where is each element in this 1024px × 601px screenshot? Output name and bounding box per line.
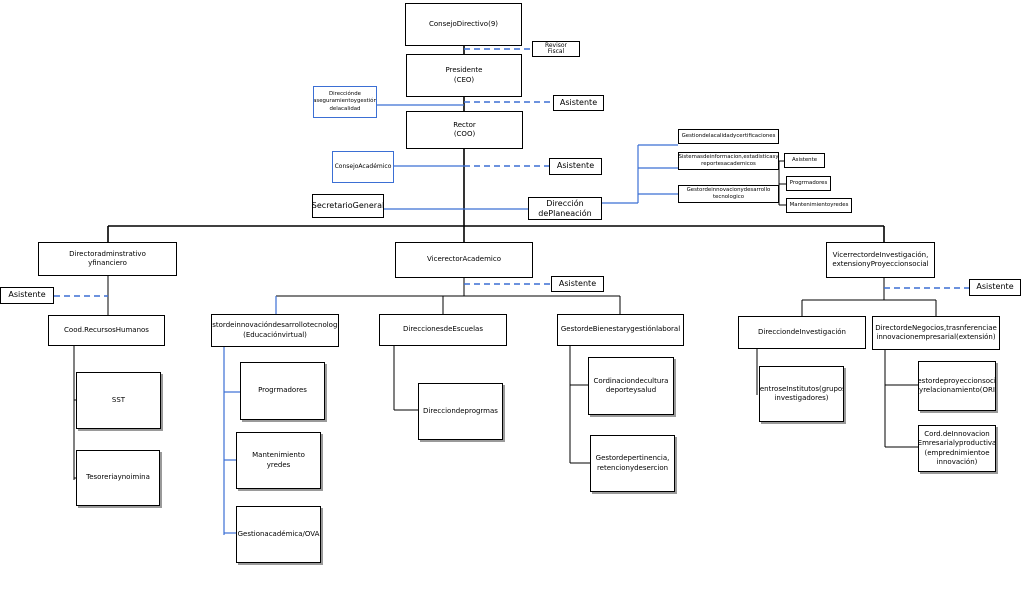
direccion-planeacion-label: Dirección dePlaneación xyxy=(538,199,592,218)
asistente-academico-box: Asistente xyxy=(551,276,604,292)
sst-box: SST xyxy=(76,372,161,429)
sistemas-informacion-box: Sistemasdeinformacion,estadisticasy repo… xyxy=(678,152,779,170)
centros-institutos-label: CentroseInstitutos(grupos, investigadore… xyxy=(759,384,844,402)
programadores-academico-box: Progrmadores xyxy=(240,362,325,420)
sistemas-informacion-label: Sistemasdeinformacion,estadisticasy repo… xyxy=(678,153,779,167)
centros-institutos-box: CentroseInstitutos(grupos, investigadore… xyxy=(759,366,844,422)
direcciones-escuelas-label: DireccionesdeEscuelas xyxy=(403,325,483,334)
direccion-aseguramiento-box: Direcciónde aseguramientoygestión delaca… xyxy=(313,86,377,118)
rector-box: Rector (COO) xyxy=(406,111,523,149)
revisor-fiscal-box: Revisor Fiscal xyxy=(532,41,580,57)
mantenimiento-academico-box: Mantenimiento yredes xyxy=(236,432,321,489)
vicerrector-investigacion-label: VicerrectordeInvestigación, extensionyPr… xyxy=(832,250,929,268)
recursos-humanos-label: Cood.RecursosHumanos xyxy=(64,325,149,334)
gestor-innovacion-tecnologico-label: Gestordeinnovacionydesarrollo tecnologic… xyxy=(686,186,771,200)
direcciones-escuelas-box: DireccionesdeEscuelas xyxy=(379,314,507,346)
gestor-proyeccion-social-label: Gestordeproyeccionsocial yrelacionamient… xyxy=(918,376,996,394)
direccion-programas-box: Direcciondeprogrmas xyxy=(418,383,503,440)
consejo-directivo-label: ConsejoDirectivo(9) xyxy=(428,19,499,28)
recursos-humanos-box: Cood.RecursosHumanos xyxy=(48,315,165,346)
sst-label: SST xyxy=(111,395,126,404)
revisor-fiscal-label: Revisor Fiscal xyxy=(544,41,568,55)
consejo-directivo-box: ConsejoDirectivo(9) xyxy=(405,3,522,46)
director-negocios-label: DirectordeNegocios,trasnferenciae innova… xyxy=(875,323,997,341)
mantenimiento-academico-label: Mantenimiento yredes xyxy=(252,451,305,469)
asistente-presidente-box: Asistente xyxy=(553,95,604,111)
director-administrativo-box: Directoradminstrativo yfinanciero xyxy=(38,242,177,276)
gestion-ova-box: Gestionacadémica/OVA xyxy=(236,506,321,563)
asistente-academico-label: Asistente xyxy=(558,278,597,288)
programadores-planeacion-label: Progrmadores xyxy=(789,179,828,186)
asistente-rector-label: Asistente xyxy=(556,161,595,171)
gestor-innovacion-educacion-box: Gestordeinnovacióndesarrollotecnologico … xyxy=(211,314,339,347)
programadores-planeacion-box: Progrmadores xyxy=(786,176,831,191)
secretario-general-label: SecretarioGeneral xyxy=(312,200,384,210)
asistente-investigacion-box: Asistente xyxy=(969,279,1021,296)
coordinacion-cultura-box: Cordinaciondecultura deporteysalud xyxy=(588,357,674,415)
rector-label: Rector (COO) xyxy=(453,120,476,138)
vicerrector-academico-label: VicerectorAcademico xyxy=(427,255,501,264)
gestor-innovacion-tecnologico-box: Gestordeinnovacionydesarrollo tecnologic… xyxy=(678,185,779,203)
coordinacion-innovacion-label: Cord.deInnovacion Emresarialyproductiva … xyxy=(918,430,996,466)
direccion-investigacion-label: DirecciondeInvestigación xyxy=(757,327,846,336)
gestor-innovacion-educacion-label: Gestordeinnovacióndesarrollotecnologico … xyxy=(212,321,338,339)
coordinacion-innovacion-box: Cord.deInnovacion Emresarialyproductiva … xyxy=(918,425,996,472)
tesoreria-box: Tesoreriaynoimina xyxy=(76,450,160,506)
asistente-administrativo-label: Asistente xyxy=(8,290,46,300)
programadores-academico-label: Progrmadores xyxy=(258,386,307,395)
vicerrector-academico-box: VicerectorAcademico xyxy=(395,242,533,278)
asistente-rector-box: Asistente xyxy=(549,158,602,175)
gestion-ova-label: Gestionacadémica/OVA xyxy=(237,529,320,538)
director-administrativo-label: Directoradminstrativo yfinanciero xyxy=(69,249,146,267)
asistente-planeacion-label: Asistente xyxy=(791,156,818,163)
secretario-general-box: SecretarioGeneral xyxy=(312,194,384,218)
direccion-investigacion-box: DirecciondeInvestigación xyxy=(738,316,866,349)
gestor-bienestar-box: GestordeBienestarygestiónlaboral xyxy=(557,314,684,346)
mantenimiento-planeacion-label: Mantenimientoyredes xyxy=(789,201,849,208)
consejo-academico-box: ConsejoAcadémico xyxy=(332,151,394,183)
asistente-planeacion-box: Asistente xyxy=(784,153,825,168)
direccion-planeacion-box: Dirección dePlaneación xyxy=(528,197,602,220)
tesoreria-label: Tesoreriaynoimina xyxy=(86,473,150,482)
coordinacion-cultura-label: Cordinaciondecultura deporteysalud xyxy=(593,376,669,394)
director-negocios-box: DirectordeNegocios,trasnferenciae innova… xyxy=(872,316,1000,350)
gestor-pertinencia-label: Gestordepertinencia, retencionydesercion xyxy=(595,454,670,472)
gestion-calidad-box: Gestiondelacalidadycertificaciones xyxy=(678,129,779,144)
direccion-programas-label: Direcciondeprogrmas xyxy=(423,406,498,415)
vicerrector-investigacion-box: VicerrectordeInvestigación, extensionyPr… xyxy=(826,242,935,278)
mantenimiento-planeacion-box: Mantenimientoyredes xyxy=(786,198,852,213)
asistente-presidente-label: Asistente xyxy=(559,97,598,107)
gestion-calidad-label: Gestiondelacalidadycertificaciones xyxy=(681,132,776,139)
gestor-bienestar-label: GestordeBienestarygestiónlaboral xyxy=(560,325,681,334)
presidente-box: Presidente (CEO) xyxy=(406,54,522,97)
asistente-administrativo-box: Asistente xyxy=(0,287,54,304)
presidente-label: Presidente (CEO) xyxy=(445,66,483,84)
consejo-academico-label: ConsejoAcadémico xyxy=(334,163,392,171)
gestor-pertinencia-box: Gestordepertinencia, retencionydesercion xyxy=(590,435,675,492)
gestor-proyeccion-social-box: Gestordeproyeccionsocial yrelacionamient… xyxy=(918,361,996,411)
asistente-investigacion-label: Asistente xyxy=(976,282,1014,292)
direccion-aseguramiento-label: Direcciónde aseguramientoygestión delaca… xyxy=(313,91,377,112)
